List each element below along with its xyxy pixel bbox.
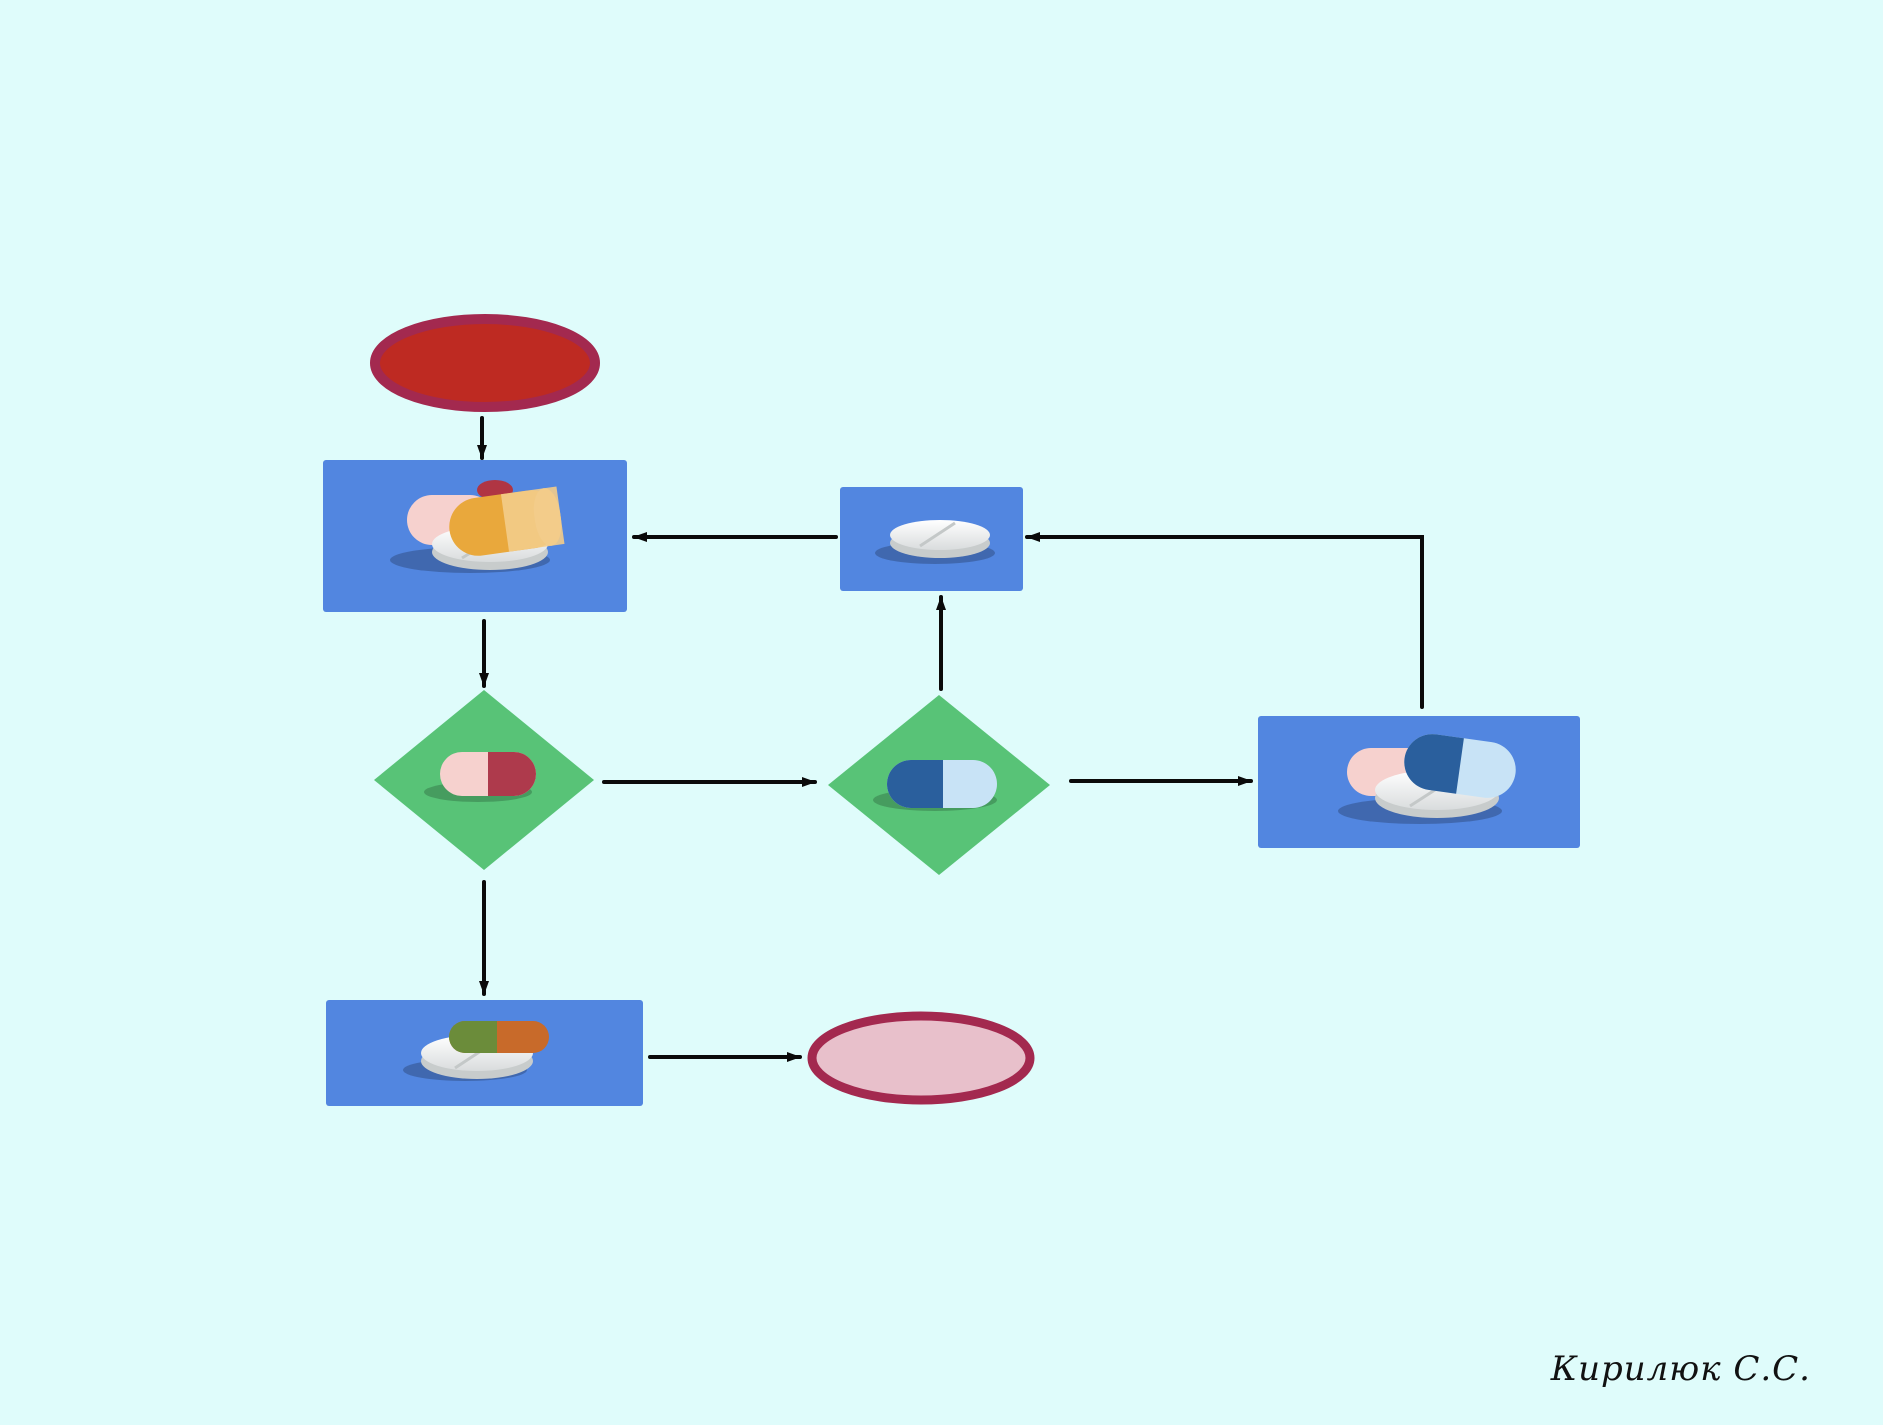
pink-red-capsule-icon bbox=[424, 752, 536, 802]
end-node bbox=[807, 1011, 1035, 1105]
decision-node-2 bbox=[828, 695, 1050, 875]
mixed-pills-yellow-capsule-icon bbox=[390, 480, 565, 573]
edge-p3-to-p2 bbox=[1025, 532, 1424, 709]
process-node-3 bbox=[1258, 716, 1580, 848]
mixed-pills-blue-capsule-icon bbox=[1338, 734, 1516, 824]
start-node bbox=[370, 314, 600, 412]
decision-node-1 bbox=[374, 690, 594, 870]
edges bbox=[477, 416, 1424, 1062]
white-tablet-icon bbox=[875, 520, 995, 564]
process-node-1 bbox=[323, 460, 627, 612]
author-signature: Кирилюк С.С. bbox=[1550, 1349, 1811, 1389]
process-node-4 bbox=[326, 1000, 643, 1106]
green-orange-capsule-tablet-icon bbox=[403, 1021, 549, 1081]
blue-capsule-icon bbox=[873, 760, 997, 811]
process-node-2 bbox=[840, 487, 1023, 591]
